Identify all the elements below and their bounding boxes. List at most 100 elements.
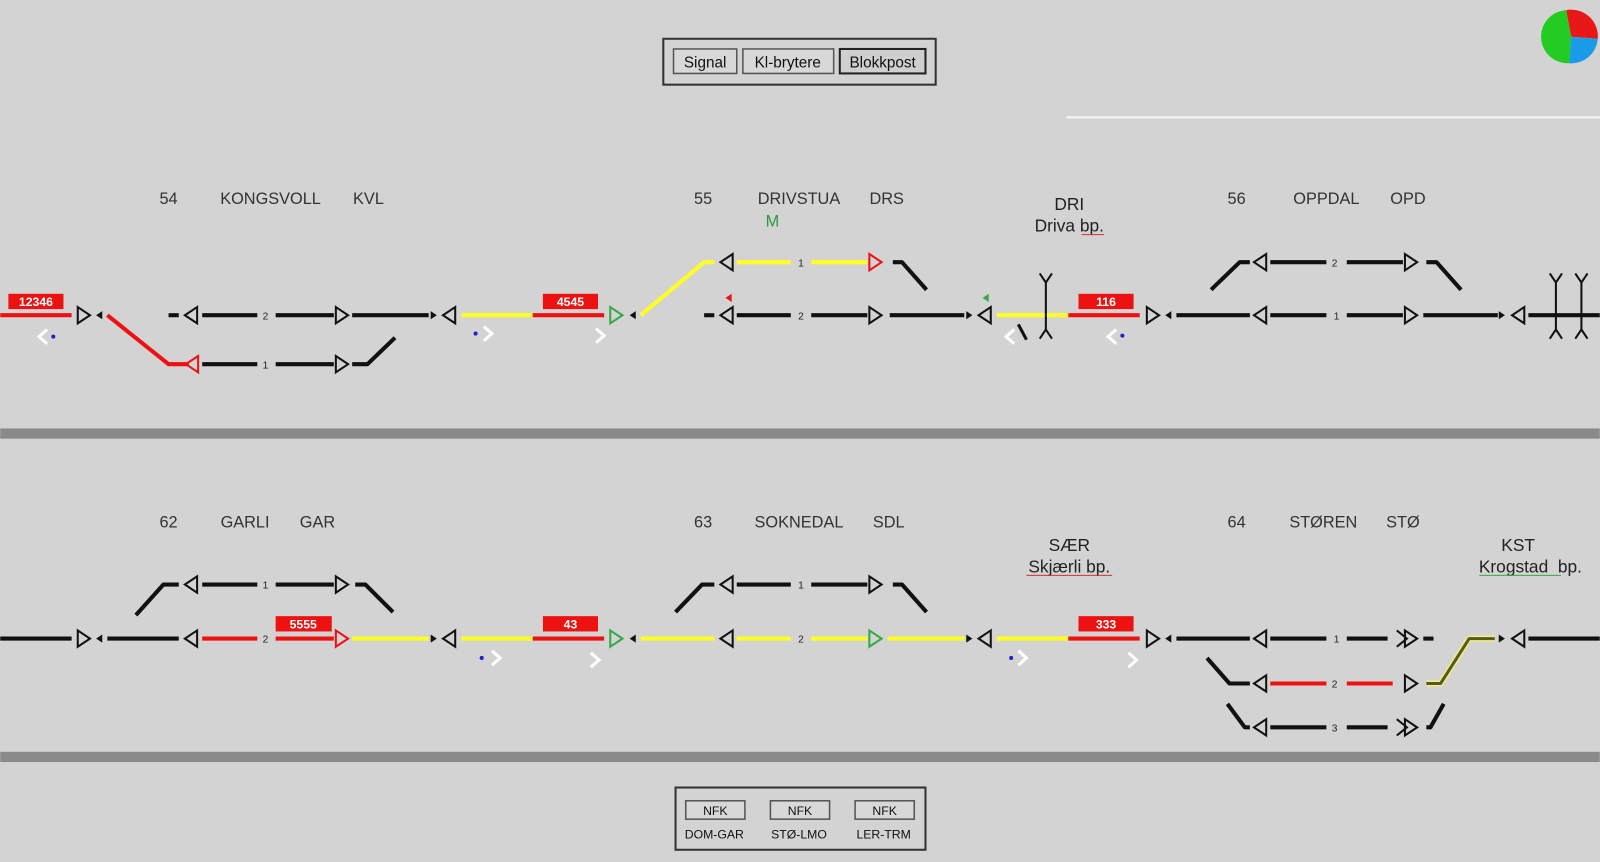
track-section[interactable]	[1225, 702, 1250, 730]
track-section[interactable]	[892, 260, 929, 292]
signal-left-icon[interactable]	[183, 574, 199, 595]
signal-right-icon[interactable]	[1403, 305, 1420, 326]
signal-left-icon[interactable]	[183, 305, 199, 326]
signal-right-icon[interactable]	[868, 252, 884, 273]
signal-right-icon[interactable]	[334, 305, 350, 326]
track-section[interactable]	[106, 313, 189, 367]
track-number: 1	[1334, 311, 1340, 322]
track-section[interactable]	[1016, 323, 1028, 341]
isolation-fork-icon	[1574, 327, 1589, 340]
track-section[interactable]	[1426, 637, 1495, 686]
blokkpost-button[interactable]: Blokkpost	[838, 47, 927, 75]
direction-right-icon[interactable]	[589, 651, 602, 669]
block-post-code: SÆR	[1049, 535, 1090, 555]
signal-right-icon[interactable]	[609, 628, 625, 649]
isolation-fork-icon	[1038, 327, 1053, 340]
track-section[interactable]	[352, 336, 397, 367]
signal-left-icon[interactable]	[441, 628, 457, 649]
train-label[interactable]: 333	[1078, 616, 1134, 632]
signal-left-icon[interactable]	[718, 628, 734, 649]
track-number: 3	[1332, 723, 1338, 734]
direction-left-icon[interactable]	[1003, 328, 1016, 345]
signal-left-icon[interactable]	[718, 252, 734, 273]
signal-left-icon[interactable]	[976, 628, 992, 649]
direction-right-icon[interactable]	[482, 325, 495, 342]
signal-left-icon[interactable]	[1510, 305, 1526, 326]
signal-right-icon[interactable]	[1403, 717, 1420, 738]
track-section[interactable]	[134, 582, 179, 617]
direction-right-icon[interactable]	[594, 327, 607, 344]
signal-right-icon[interactable]	[1403, 252, 1420, 273]
station-name: DRIVSTUA	[758, 190, 841, 208]
station-code: STØ	[1386, 513, 1420, 531]
train-label[interactable]: 5555	[275, 616, 332, 632]
track-section[interactable]	[1426, 260, 1463, 292]
track-number: 2	[798, 311, 804, 322]
train-number: 43	[564, 617, 578, 631]
direction-right-icon[interactable]	[1017, 649, 1029, 667]
signal-left-icon[interactable]	[1510, 628, 1526, 649]
direction-right-icon[interactable]	[490, 649, 503, 667]
block-post-name: Skjærli bp.	[1028, 556, 1110, 576]
marker-left-icon	[96, 634, 103, 643]
direction-right-icon[interactable]	[1127, 651, 1139, 669]
track-section[interactable]	[674, 582, 715, 614]
signal-left-icon[interactable]	[184, 354, 200, 375]
track-section[interactable]	[1426, 702, 1446, 730]
signal-left-icon[interactable]	[441, 305, 457, 326]
signal-right-icon[interactable]	[1403, 673, 1420, 694]
track-number: 1	[798, 581, 804, 592]
signal-right-icon[interactable]	[868, 574, 884, 595]
block-post-code: DRI	[1054, 194, 1084, 214]
station-name: SOKNEDAL	[755, 513, 844, 531]
signal-left-icon[interactable]	[1252, 717, 1268, 738]
signal-left-icon[interactable]	[1252, 673, 1268, 694]
signal-right-icon[interactable]	[1403, 628, 1420, 649]
signal-right-icon[interactable]	[609, 305, 625, 326]
train-number: 333	[1096, 617, 1117, 631]
signal-right-icon[interactable]	[868, 305, 884, 326]
station-number: 55	[694, 190, 712, 208]
signal-left-icon[interactable]	[718, 574, 734, 595]
signal-right-icon[interactable]	[334, 354, 350, 375]
train-label[interactable]: 4545	[542, 293, 599, 310]
signal-right-icon[interactable]	[1145, 305, 1161, 326]
nfk-button-sto-lmo[interactable]: NFK	[769, 800, 831, 820]
signal-left-icon[interactable]	[183, 628, 199, 649]
marker-right-icon	[1498, 634, 1505, 643]
train-label[interactable]: 43	[542, 616, 599, 632]
chevron-right-icon	[1396, 629, 1409, 648]
tricolor-pie-icon[interactable]	[1541, 9, 1598, 64]
track-number: 2	[263, 311, 269, 322]
train-label[interactable]: 116	[1078, 293, 1134, 310]
signal-right-icon[interactable]	[334, 628, 350, 649]
signal-left-icon[interactable]	[718, 305, 734, 326]
signal-button[interactable]: Signal	[672, 48, 738, 75]
signal-right-icon[interactable]	[1145, 628, 1161, 649]
signal-left-icon[interactable]	[1252, 252, 1268, 273]
kl-brytere-button[interactable]: Kl-brytere	[742, 48, 835, 75]
signal-right-icon[interactable]	[76, 628, 92, 649]
direction-left-icon[interactable]	[36, 328, 49, 345]
track-number: 2	[1332, 680, 1338, 691]
marker-left-icon	[629, 311, 636, 320]
signal-left-icon[interactable]	[1252, 628, 1268, 649]
direction-left-icon[interactable]	[1105, 328, 1118, 345]
track-section[interactable]	[892, 582, 929, 614]
blue-dot-icon	[1009, 655, 1014, 661]
track-section[interactable]	[355, 582, 395, 614]
signal-right-icon[interactable]	[334, 574, 350, 595]
track-section[interactable]	[1209, 260, 1250, 292]
nfk-button-dom-gar[interactable]: NFK	[684, 800, 746, 820]
blue-dot-icon	[1120, 333, 1125, 338]
train-label[interactable]: 12346	[8, 293, 64, 310]
signal-right-icon[interactable]	[868, 628, 884, 649]
signal-left-icon[interactable]	[976, 305, 992, 326]
track-section[interactable]	[1205, 656, 1250, 686]
track-number: 2	[263, 635, 269, 646]
signal-right-icon[interactable]	[76, 305, 92, 326]
nfk-button-ler-trm[interactable]: NFK	[854, 800, 916, 820]
signal-left-icon[interactable]	[1252, 305, 1268, 326]
track-section[interactable]	[639, 260, 715, 317]
